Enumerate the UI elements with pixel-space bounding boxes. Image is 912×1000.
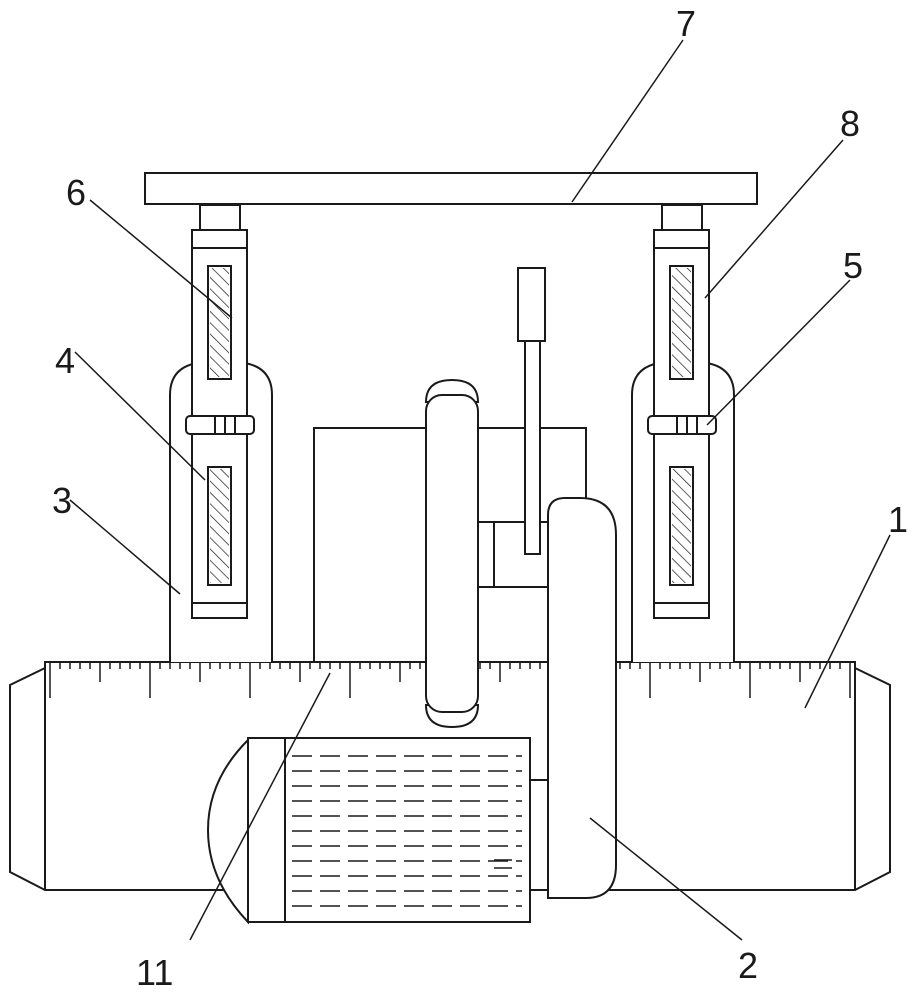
- label-8: 8: [840, 103, 860, 144]
- leader-lines: [69, 39, 891, 941]
- label-5: 5: [843, 245, 863, 286]
- motor: [206, 737, 553, 925]
- label-6: 6: [66, 172, 86, 213]
- label-7: 7: [676, 3, 696, 44]
- label-1: 1: [888, 499, 908, 540]
- left-lifting-jack: [185, 204, 255, 619]
- handle-lever: [517, 267, 546, 555]
- label-4: 4: [55, 340, 75, 381]
- label-3: 3: [52, 480, 72, 521]
- blade-guard: [547, 497, 617, 899]
- saw-blade: [424, 378, 480, 729]
- motor-cooling-fins: [292, 755, 522, 907]
- top-plate: [144, 172, 758, 205]
- label-11: 11: [136, 952, 173, 993]
- label-2: 2: [738, 945, 758, 986]
- right-lifting-jack: [647, 204, 717, 619]
